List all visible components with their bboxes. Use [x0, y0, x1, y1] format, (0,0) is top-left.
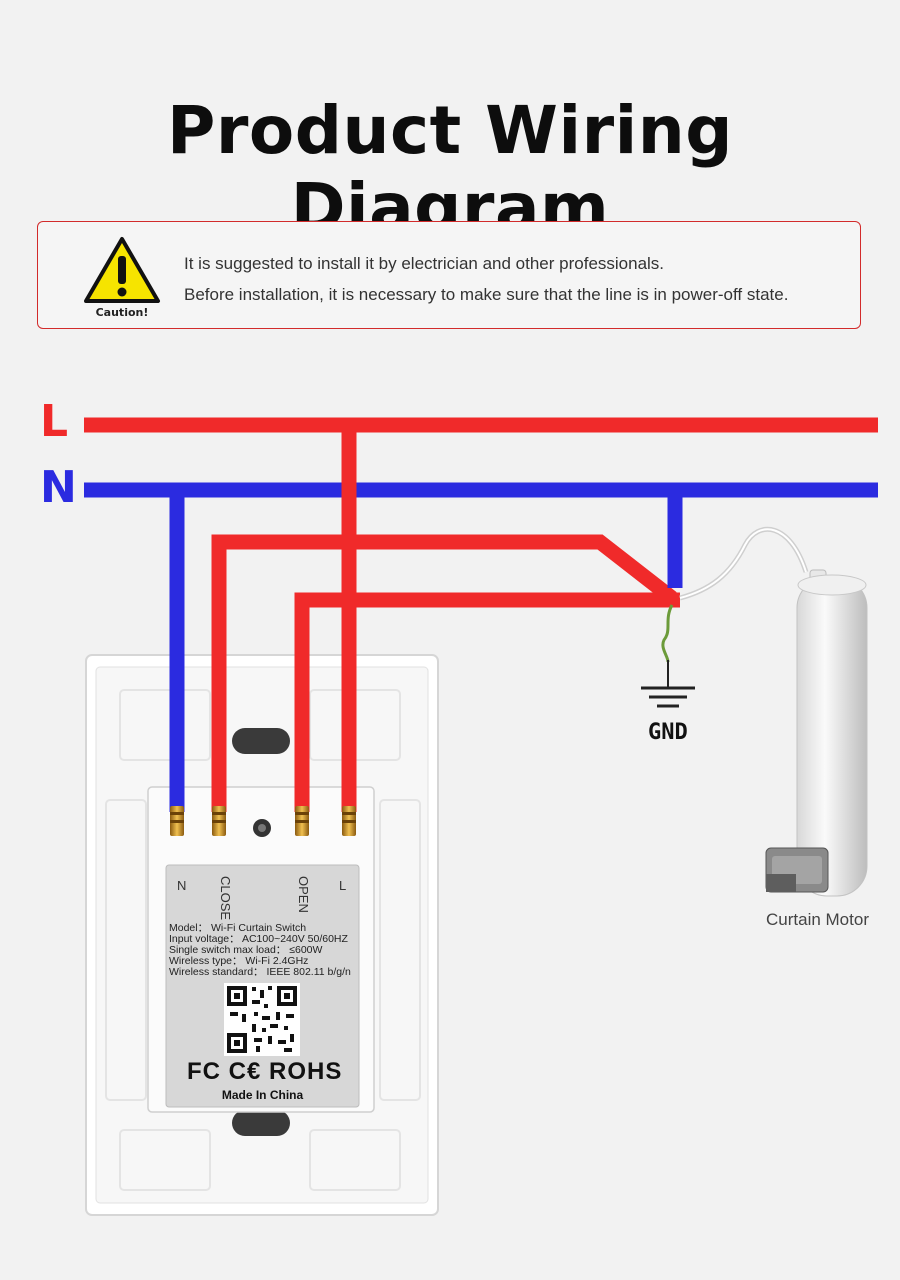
- qr-code: [224, 983, 300, 1056]
- terminal-n-label: N: [177, 878, 187, 893]
- curtain-motor-label: Curtain Motor: [766, 910, 869, 929]
- spec-line: Wireless standard： IEEE 802.11 b/g/n: [169, 966, 351, 978]
- wires: [84, 417, 878, 812]
- spec-line: Wireless type： Wi-Fi 2.4GHz: [169, 955, 309, 967]
- open-wire: [294, 592, 680, 812]
- live-label: L: [40, 396, 69, 447]
- caution-label: Caution!: [95, 306, 149, 319]
- spec-line: Model： Wi-Fi Curtain Switch: [169, 922, 307, 934]
- spec-line: Single switch max load： ≤600W: [169, 944, 323, 956]
- neutral-label: N: [40, 462, 77, 513]
- warning-icon: [84, 237, 160, 303]
- certification-marks: FC C€ ROHS: [187, 1058, 343, 1085]
- caution-line: It is suggested to install it by electri…: [184, 254, 665, 273]
- terminal-l-label: L: [339, 878, 347, 893]
- caution-box: Caution! It is suggested to install it b…: [37, 221, 861, 329]
- made-in-label: Made In China: [221, 1088, 304, 1102]
- terminal-l: [342, 806, 356, 836]
- spec-label: Model： Wi-Fi Curtain Switch Input voltag…: [169, 923, 359, 978]
- caution-line: Before installation, it is necessary to …: [184, 285, 789, 304]
- caution-text: It is suggested to install it by electri…: [184, 248, 788, 310]
- terminal-open: [295, 806, 309, 836]
- terminal-open-label: OPEN: [296, 876, 311, 913]
- motor-cable: [679, 526, 809, 601]
- ground-symbol: [641, 604, 695, 708]
- terminal-close: [212, 806, 226, 836]
- terminal-close-label: CLOSE: [218, 876, 233, 921]
- terminal-n: [170, 806, 184, 836]
- terminals: [170, 806, 356, 836]
- ground-label: GND: [648, 720, 688, 745]
- page-title: Product Wiring Diagram: [167, 92, 733, 246]
- spec-line: Input voltage： AC100~240V 50/60HZ: [169, 933, 348, 945]
- close-wire: [211, 534, 677, 812]
- curtain-motor-image: [765, 569, 868, 897]
